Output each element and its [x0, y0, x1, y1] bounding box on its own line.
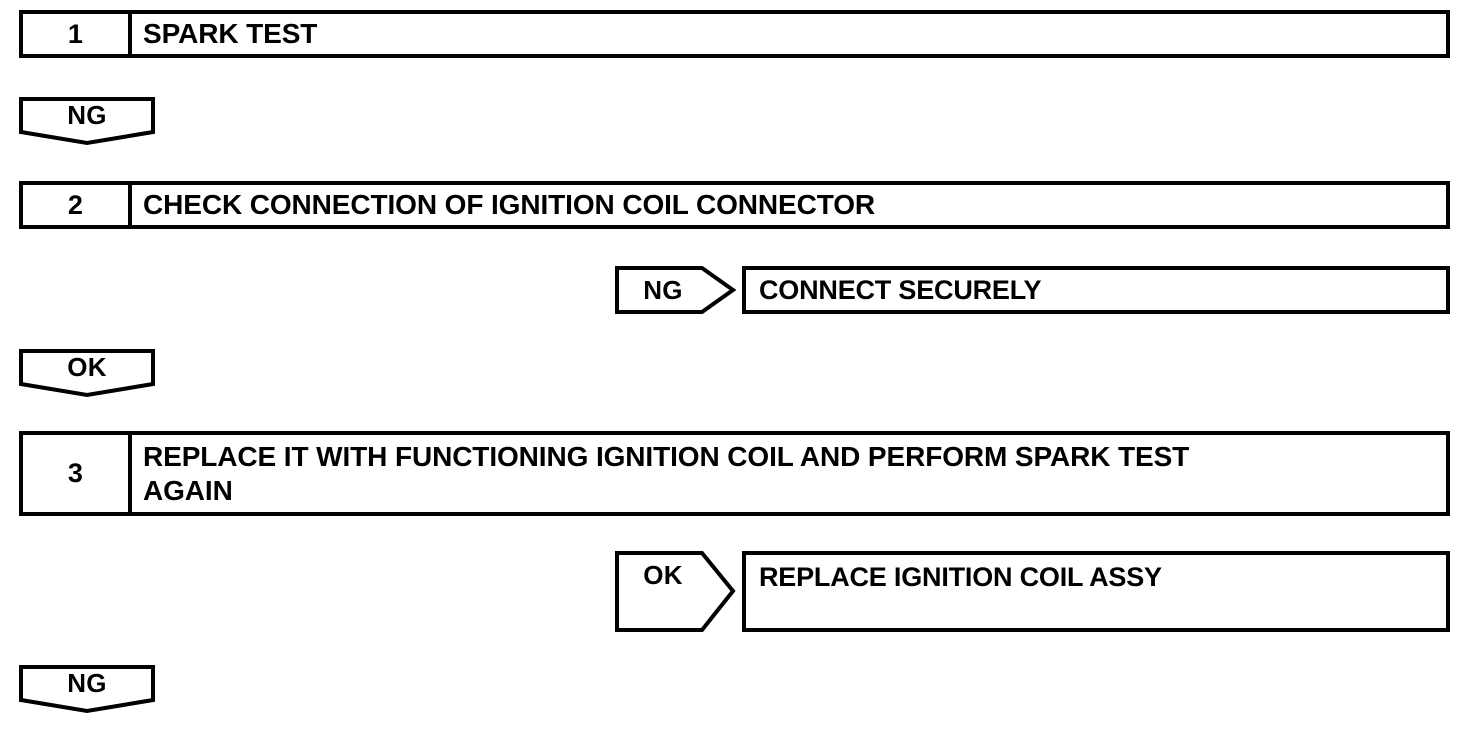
pentagon-down-icon	[19, 665, 155, 714]
connector-tag-ng-2: NG	[19, 665, 155, 714]
connector-tag-label: OK	[67, 352, 107, 382]
branch-tag-ng-2: NG	[615, 266, 737, 314]
connector-tag-ok-1: OK	[19, 349, 155, 398]
step-title-3: REPLACE IT WITH FUNCTIONING IGNITION COI…	[143, 441, 1190, 506]
branch-tag-label: NG	[643, 275, 683, 305]
arrow-right-icon	[615, 266, 737, 314]
step-title-2: CHECK CONNECTION OF IGNITION COIL CONNEC…	[143, 189, 876, 220]
connector-tag-label: NG	[67, 668, 107, 698]
connector-tag-label: NG	[67, 100, 107, 130]
step-box-3[interactable]: 3 REPLACE IT WITH FUNCTIONING IGNITION C…	[19, 431, 1450, 516]
result-box-replace-ignition-coil[interactable]: REPLACE IGNITION COIL ASSY	[742, 551, 1450, 632]
result-box-text: CONNECT SECURELY	[759, 275, 1042, 305]
step-number-1: 1	[23, 14, 132, 54]
connector-tag-ng-1: NG	[19, 97, 155, 146]
pentagon-down-icon	[19, 97, 155, 146]
step-title-1: SPARK TEST	[143, 18, 318, 49]
pentagon-down-icon	[19, 349, 155, 398]
step-number-2: 2	[23, 185, 132, 225]
branch-tag-ok-3: OK	[615, 551, 736, 632]
branch-tag-label: OK	[643, 560, 683, 590]
step-number-3: 3	[23, 435, 132, 512]
arrow-right-icon	[615, 551, 736, 632]
result-box-connect-securely[interactable]: CONNECT SECURELY	[742, 266, 1450, 314]
step-box-1[interactable]: 1 SPARK TEST	[19, 10, 1450, 58]
step-box-2[interactable]: 2 CHECK CONNECTION OF IGNITION COIL CONN…	[19, 181, 1450, 229]
result-box-text: REPLACE IGNITION COIL ASSY	[759, 562, 1162, 592]
